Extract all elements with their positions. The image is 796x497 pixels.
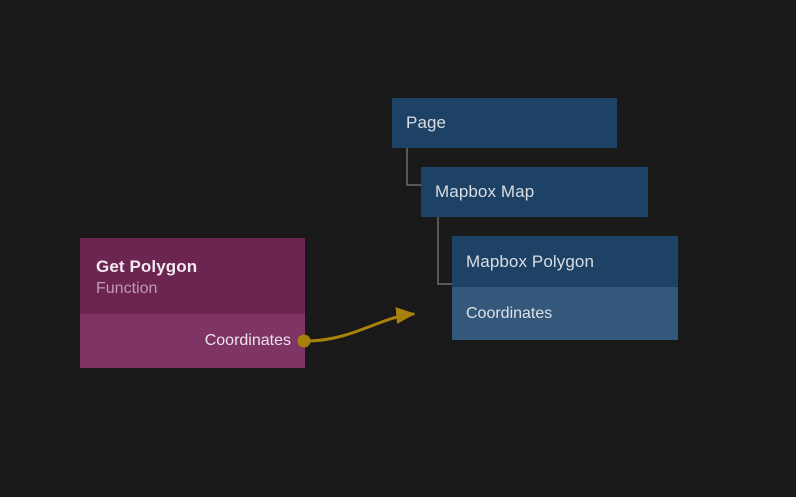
node-mapbox-polygon[interactable]: Mapbox Polygon Coordinates [452, 236, 678, 340]
connector-vertical-segment [437, 217, 439, 285]
property-label-coordinates: Coordinates [204, 332, 291, 349]
node-mapbox-map[interactable]: Mapbox Map [421, 167, 648, 217]
node-mapbox-map-title: Mapbox Map [435, 182, 535, 201]
connector-horizontal-segment [437, 283, 453, 285]
node-get-polygon-row-coordinates[interactable]: Coordinates [80, 314, 305, 368]
node-page-title: Page [406, 113, 447, 132]
node-mapbox-map-header[interactable]: Mapbox Map [421, 167, 648, 217]
property-label-coordinates: Coordinates [466, 304, 553, 322]
node-page-header[interactable]: Page [392, 98, 617, 148]
node-mapbox-polygon-row-coordinates[interactable]: Coordinates [452, 287, 678, 340]
connector-vertical-segment [406, 148, 408, 186]
node-get-polygon-title: Get Polygon [96, 257, 198, 276]
node-get-polygon-subtitle: Function [96, 280, 158, 297]
tree-connector-page-to-mapbox-map [406, 148, 422, 188]
node-get-polygon[interactable]: Get Polygon Function Coordinates [80, 238, 305, 368]
node-mapbox-polygon-header[interactable]: Mapbox Polygon [452, 236, 678, 287]
wire-path [304, 307, 416, 343]
node-page[interactable]: Page [392, 98, 617, 148]
tree-connector-mapbox-map-to-mapbox-polygon [437, 217, 453, 287]
node-get-polygon-header[interactable]: Get Polygon Function [80, 238, 305, 314]
node-mapbox-polygon-title: Mapbox Polygon [466, 251, 595, 271]
connector-horizontal-segment [406, 184, 422, 186]
